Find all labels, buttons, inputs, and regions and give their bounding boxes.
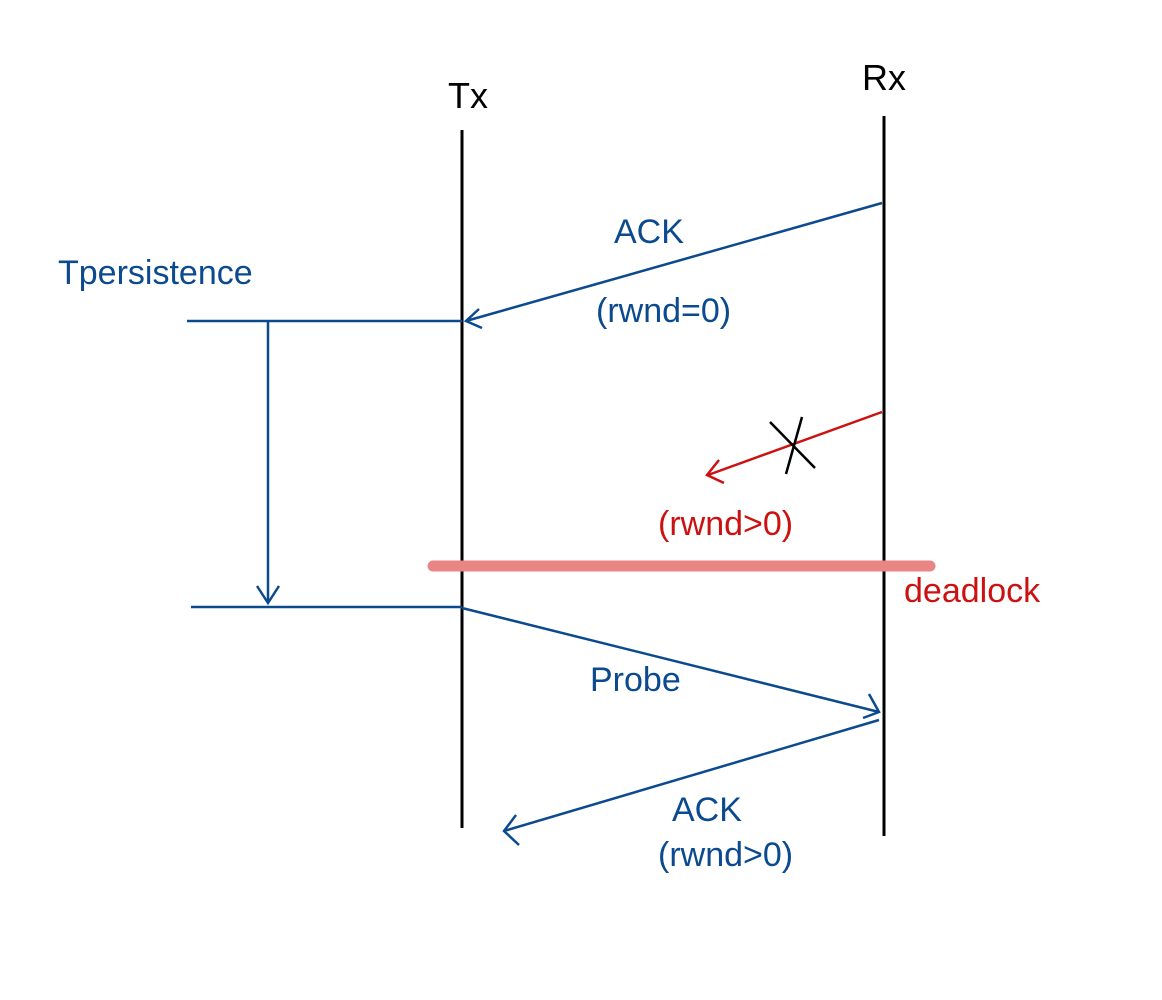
tx-lifeline-label: Tx [448,75,488,116]
ack-positive-window-arrow [503,718,880,833]
lost-window-update-label: (rwnd>0) [658,505,793,543]
probe-label: Probe [590,661,681,699]
x-mark-icon [769,416,816,475]
ack-zero-window-arrow [465,201,883,323]
deadlock-label: deadlock [904,572,1041,610]
tpersistence-label: Tpersistence [58,254,253,292]
lost-window-update-arrowhead [705,459,725,485]
ack-zero-window-arrowhead [463,308,483,330]
ack-zero-window-label: ACK [614,213,684,251]
probe-arrowhead [862,693,881,720]
rx-lifeline-label: Rx [862,57,906,98]
ack-positive-window-sublabel: (rwnd>0) [658,836,793,874]
timer-duration-arrowhead [255,585,281,606]
probe-arrow [461,606,880,714]
ack-positive-window-label: ACK [672,791,742,829]
ack-zero-window-sublabel: (rwnd=0) [596,292,731,330]
ack-positive-window-arrowhead [502,814,520,846]
